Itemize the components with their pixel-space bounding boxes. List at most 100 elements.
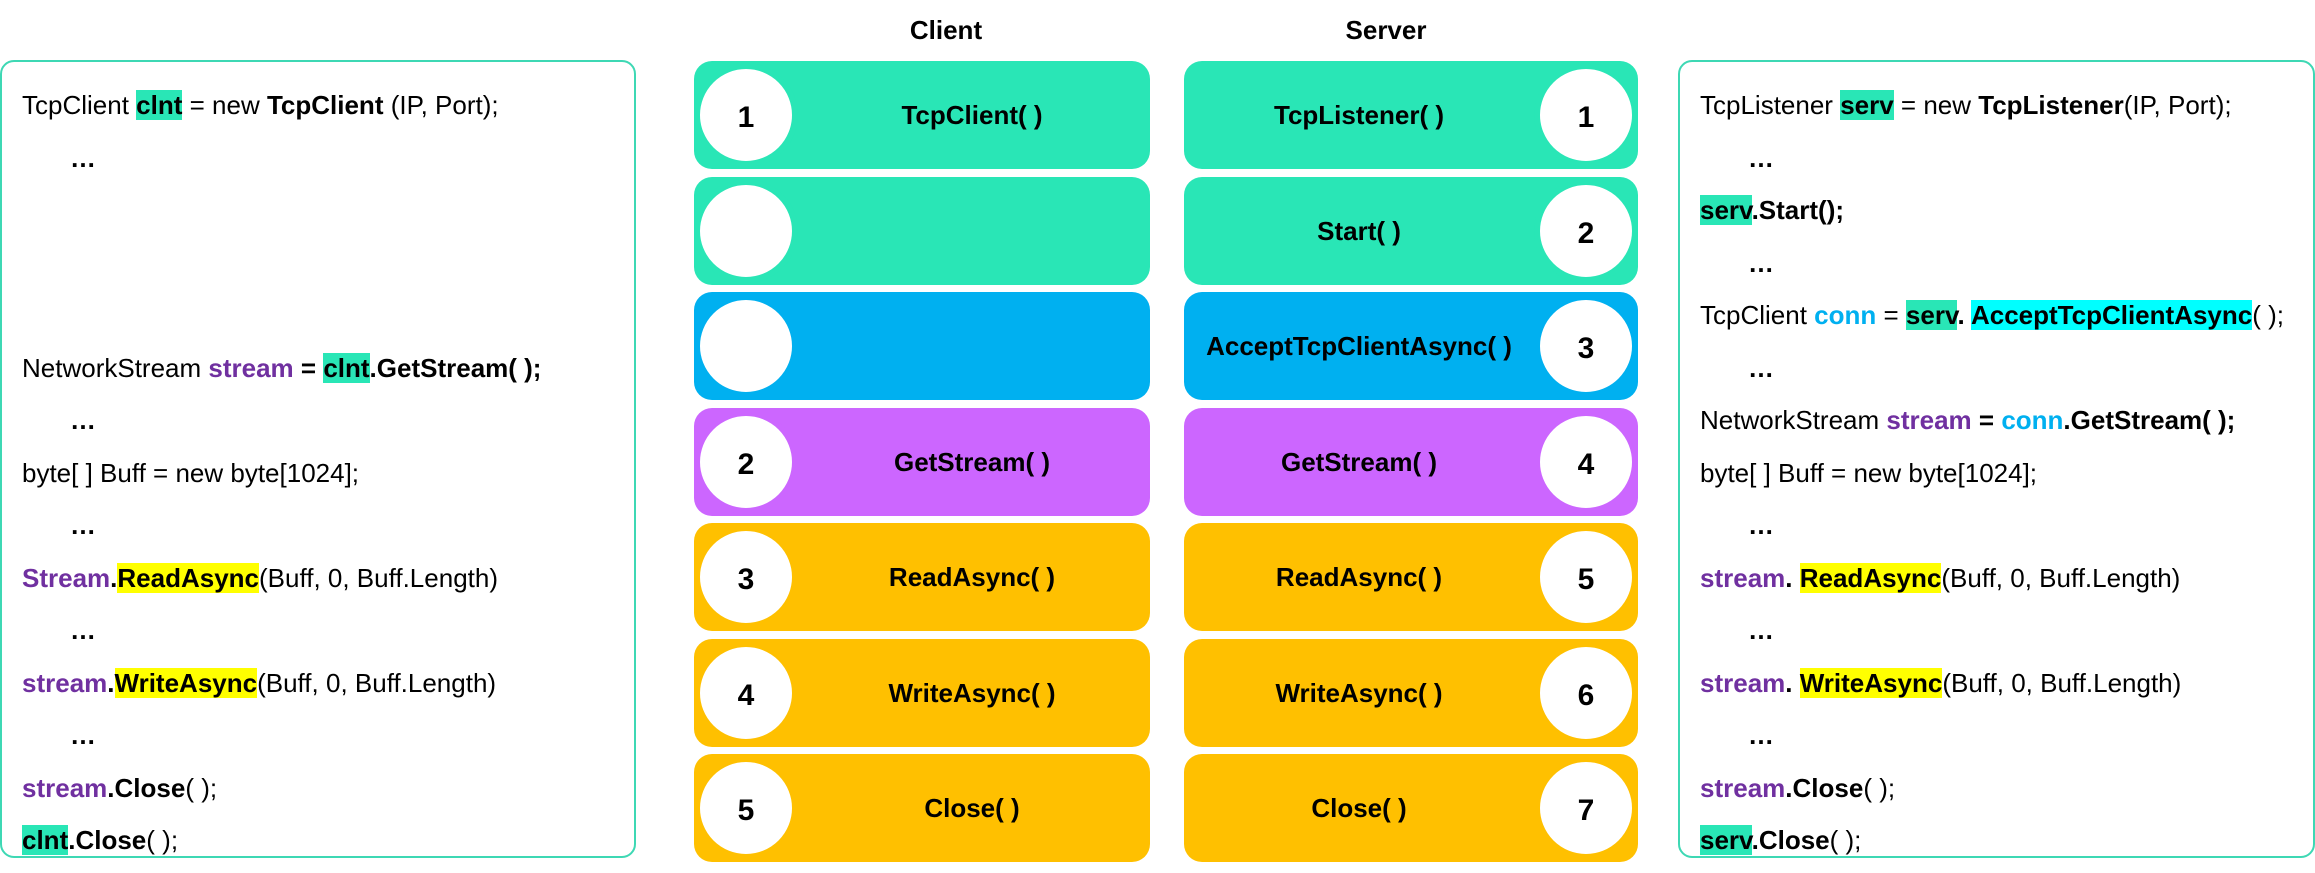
client-step-1: 1 TcpClient( ) — [694, 61, 1150, 169]
server-step-label: ReadAsync( ) — [1275, 562, 1443, 592]
server-step-label: GetStream( ) — [1280, 446, 1438, 477]
client-step-number — [694, 294, 798, 398]
code-token-highlight: serv — [1840, 90, 1894, 120]
code-token: stream — [1886, 405, 1972, 435]
client-code-line-5: stream.WriteAsync(Buff, 0, Buff.Length) — [22, 665, 496, 701]
code-token: . — [107, 773, 115, 803]
code-token: ( ); — [2252, 300, 2284, 330]
client-step-number: 5 — [694, 756, 798, 860]
code-token: Close — [75, 825, 147, 855]
server-step-4: 4 GetStream( ) — [1184, 407, 1638, 516]
client-code-line-7: clnt.Close( ); — [22, 822, 178, 858]
code-token: .Start(); — [1751, 195, 1845, 225]
client-step-label: GetStream( ) — [893, 446, 1051, 477]
code-token: Close — [114, 773, 186, 803]
code-token-highlight: WriteAsync — [114, 668, 258, 698]
code-token-highlight: serv — [1700, 195, 1752, 225]
client-step-3 — [694, 292, 1150, 400]
code-token: (Buff, 0, Buff.Length) — [1942, 668, 2182, 698]
code-token-highlight: ReadAsync — [117, 563, 260, 593]
code-token: . — [1785, 668, 1800, 698]
client-step-label: WriteAsync( ) — [888, 677, 1056, 708]
code-token: . — [107, 668, 115, 698]
server-step-number: 1 — [1534, 63, 1638, 167]
code-token-highlight: clnt — [323, 353, 370, 383]
code-token: TcpClient — [266, 90, 384, 120]
code-token-highlight: serv — [1700, 825, 1752, 855]
code-token: stream — [208, 353, 294, 383]
server-code-line-4: NetworkStream stream = conn.GetStream( )… — [1700, 402, 2235, 438]
code-token: (IP, Port); — [2123, 90, 2232, 120]
code-token: .GetStream( ); — [369, 353, 542, 383]
client-step-number: 1 — [694, 63, 798, 167]
server-code-line-1: TcpListener serv = new TcpListener(IP, P… — [1700, 87, 2232, 123]
client-code-ellipsis: … — [70, 510, 96, 540]
client-step-number: 3 — [694, 525, 798, 629]
code-token: Close — [1758, 825, 1830, 855]
code-token: Close — [1792, 773, 1864, 803]
server-step-label: Start( ) — [1317, 215, 1401, 246]
client-code-ellipsis: … — [70, 143, 96, 173]
code-token-highlight: clnt — [136, 90, 183, 120]
server-step-label: AcceptTcpClientAsync( ) — [1206, 331, 1512, 361]
code-token: TcpClient — [22, 90, 137, 120]
code-token-highlight: WriteAsync — [1799, 668, 1943, 698]
code-token: ( ); — [1829, 825, 1862, 855]
server-code-ellipsis: … — [1748, 615, 1774, 645]
server-code-line-6: stream. ReadAsync(Buff, 0, Buff.Length) — [1700, 560, 2180, 596]
code-token: stream — [22, 773, 108, 803]
code-token-highlight: ReadAsync — [1799, 563, 1942, 593]
server-code-line-9: serv.Close( ); — [1700, 822, 1861, 858]
server-code-line-8: stream.Close( ); — [1700, 770, 1895, 806]
code-token: (Buff, 0, Buff.Length) — [1941, 563, 2181, 593]
code-token: stream — [22, 668, 108, 698]
server-code-line-5: byte[ ] Buff = new byte[1024]; — [1700, 458, 2038, 488]
code-token: TcpClient — [1700, 300, 1815, 330]
client-step-label — [794, 292, 1150, 400]
server-code-ellipsis: … — [1748, 143, 1774, 173]
code-token: .GetStream( ); — [2063, 405, 2236, 435]
code-token: conn — [2001, 405, 2064, 435]
client-step-2 — [694, 176, 1150, 285]
code-token-highlight: serv — [1905, 300, 1958, 330]
server-step-label: WriteAsync( ) — [1275, 677, 1443, 708]
server-step-label: Close( ) — [1311, 793, 1407, 823]
server-code-ellipsis: … — [1748, 510, 1774, 540]
server-code-ellipsis: … — [1748, 353, 1774, 383]
client-code-panel: TcpClient clnt = new TcpClient (IP, Port… — [0, 60, 636, 858]
server-step-number: 4 — [1534, 409, 1638, 514]
server-code-line-2: serv.Start(); — [1700, 192, 1844, 228]
code-token: = — [1971, 405, 2002, 435]
code-token: ( ); — [1863, 773, 1896, 803]
code-token: NetworkStream — [1700, 405, 1887, 435]
client-step-number: 4 — [694, 640, 798, 745]
code-token: (Buff, 0, Buff.Length) — [259, 563, 498, 593]
code-token: ( ); — [185, 773, 218, 803]
client-title: Client — [909, 15, 983, 45]
server-step-number: 5 — [1534, 525, 1638, 629]
server-code-line-3: TcpClient conn = serv. AcceptTcpClientAs… — [1700, 297, 2284, 333]
code-token: Stream — [22, 563, 111, 593]
code-token: ( ); — [146, 825, 179, 855]
server-code-ellipsis: … — [1748, 248, 1774, 278]
server-code-line-7: stream. WriteAsync(Buff, 0, Buff.Length) — [1700, 665, 2181, 701]
server-step-2: 2 Start( ) — [1184, 176, 1638, 285]
client-step-6: 4 WriteAsync( ) — [694, 638, 1150, 747]
client-code-line-3: byte[ ] Buff = new byte[1024]; — [22, 458, 360, 488]
client-step-number — [694, 178, 798, 283]
client-step-label: TcpClient( ) — [901, 100, 1043, 130]
code-token: stream — [1700, 563, 1786, 593]
client-code-line-4: Stream.ReadAsync(Buff, 0, Buff.Length) — [22, 560, 498, 596]
server-step-number: 2 — [1534, 178, 1638, 283]
server-code-ellipsis: … — [1748, 720, 1774, 750]
code-token: TcpListener — [1700, 90, 1841, 120]
code-token-highlight: AcceptTcpClientAsync — [1970, 300, 2253, 330]
client-code-ellipsis: … — [70, 720, 96, 750]
server-step-label: TcpListener( ) — [1274, 100, 1444, 130]
client-code-line-6: stream.Close( ); — [22, 770, 217, 806]
